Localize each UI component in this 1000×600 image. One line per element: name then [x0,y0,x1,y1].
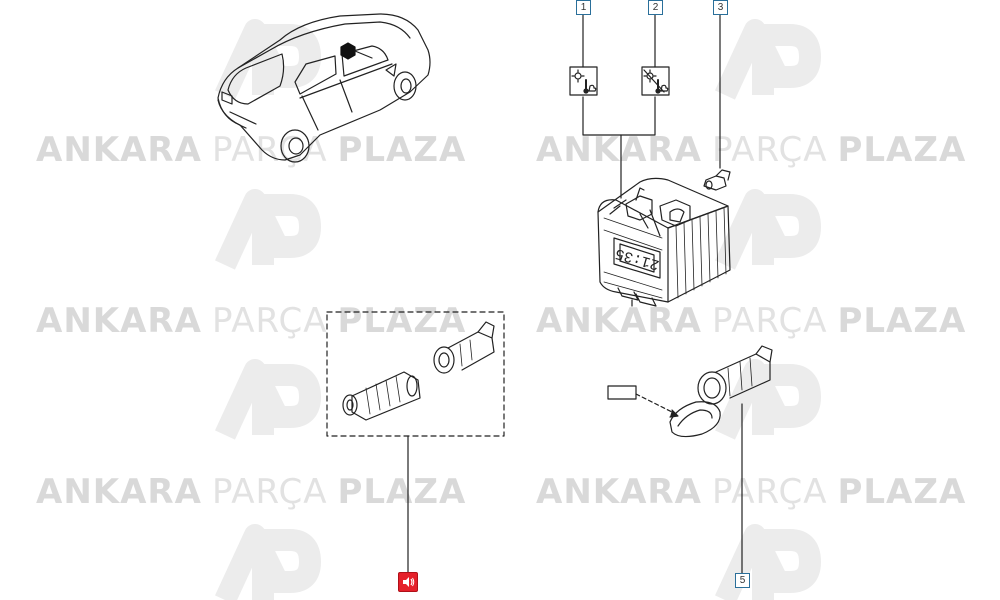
ap-logo-watermark [715,359,821,440]
sun-thermometer-crossed-icon [641,66,670,96]
callout-3[interactable]: 3 [713,0,728,15]
ap-logo-watermark [715,189,821,270]
car-illustration [217,13,431,163]
clock-display-text: 21:35 [613,244,661,273]
sun-thermometer-icon [569,66,598,96]
ap-logo-watermark [215,359,321,440]
clock-unit-illustration [597,169,731,307]
ap-logo-watermark [715,19,821,100]
callout-1[interactable]: 1 [576,0,591,15]
callout-5[interactable]: 5 [735,573,750,588]
part-badge-button[interactable] [398,572,418,592]
location-marker-icon [340,42,356,60]
lighter-assembly-illustration [326,311,505,437]
socket-part-illustration [607,345,773,438]
speaker-icon [403,577,415,587]
callout-2[interactable]: 2 [648,0,663,15]
ap-logo-watermark [215,189,321,270]
ap-logo-watermark [215,524,321,600]
